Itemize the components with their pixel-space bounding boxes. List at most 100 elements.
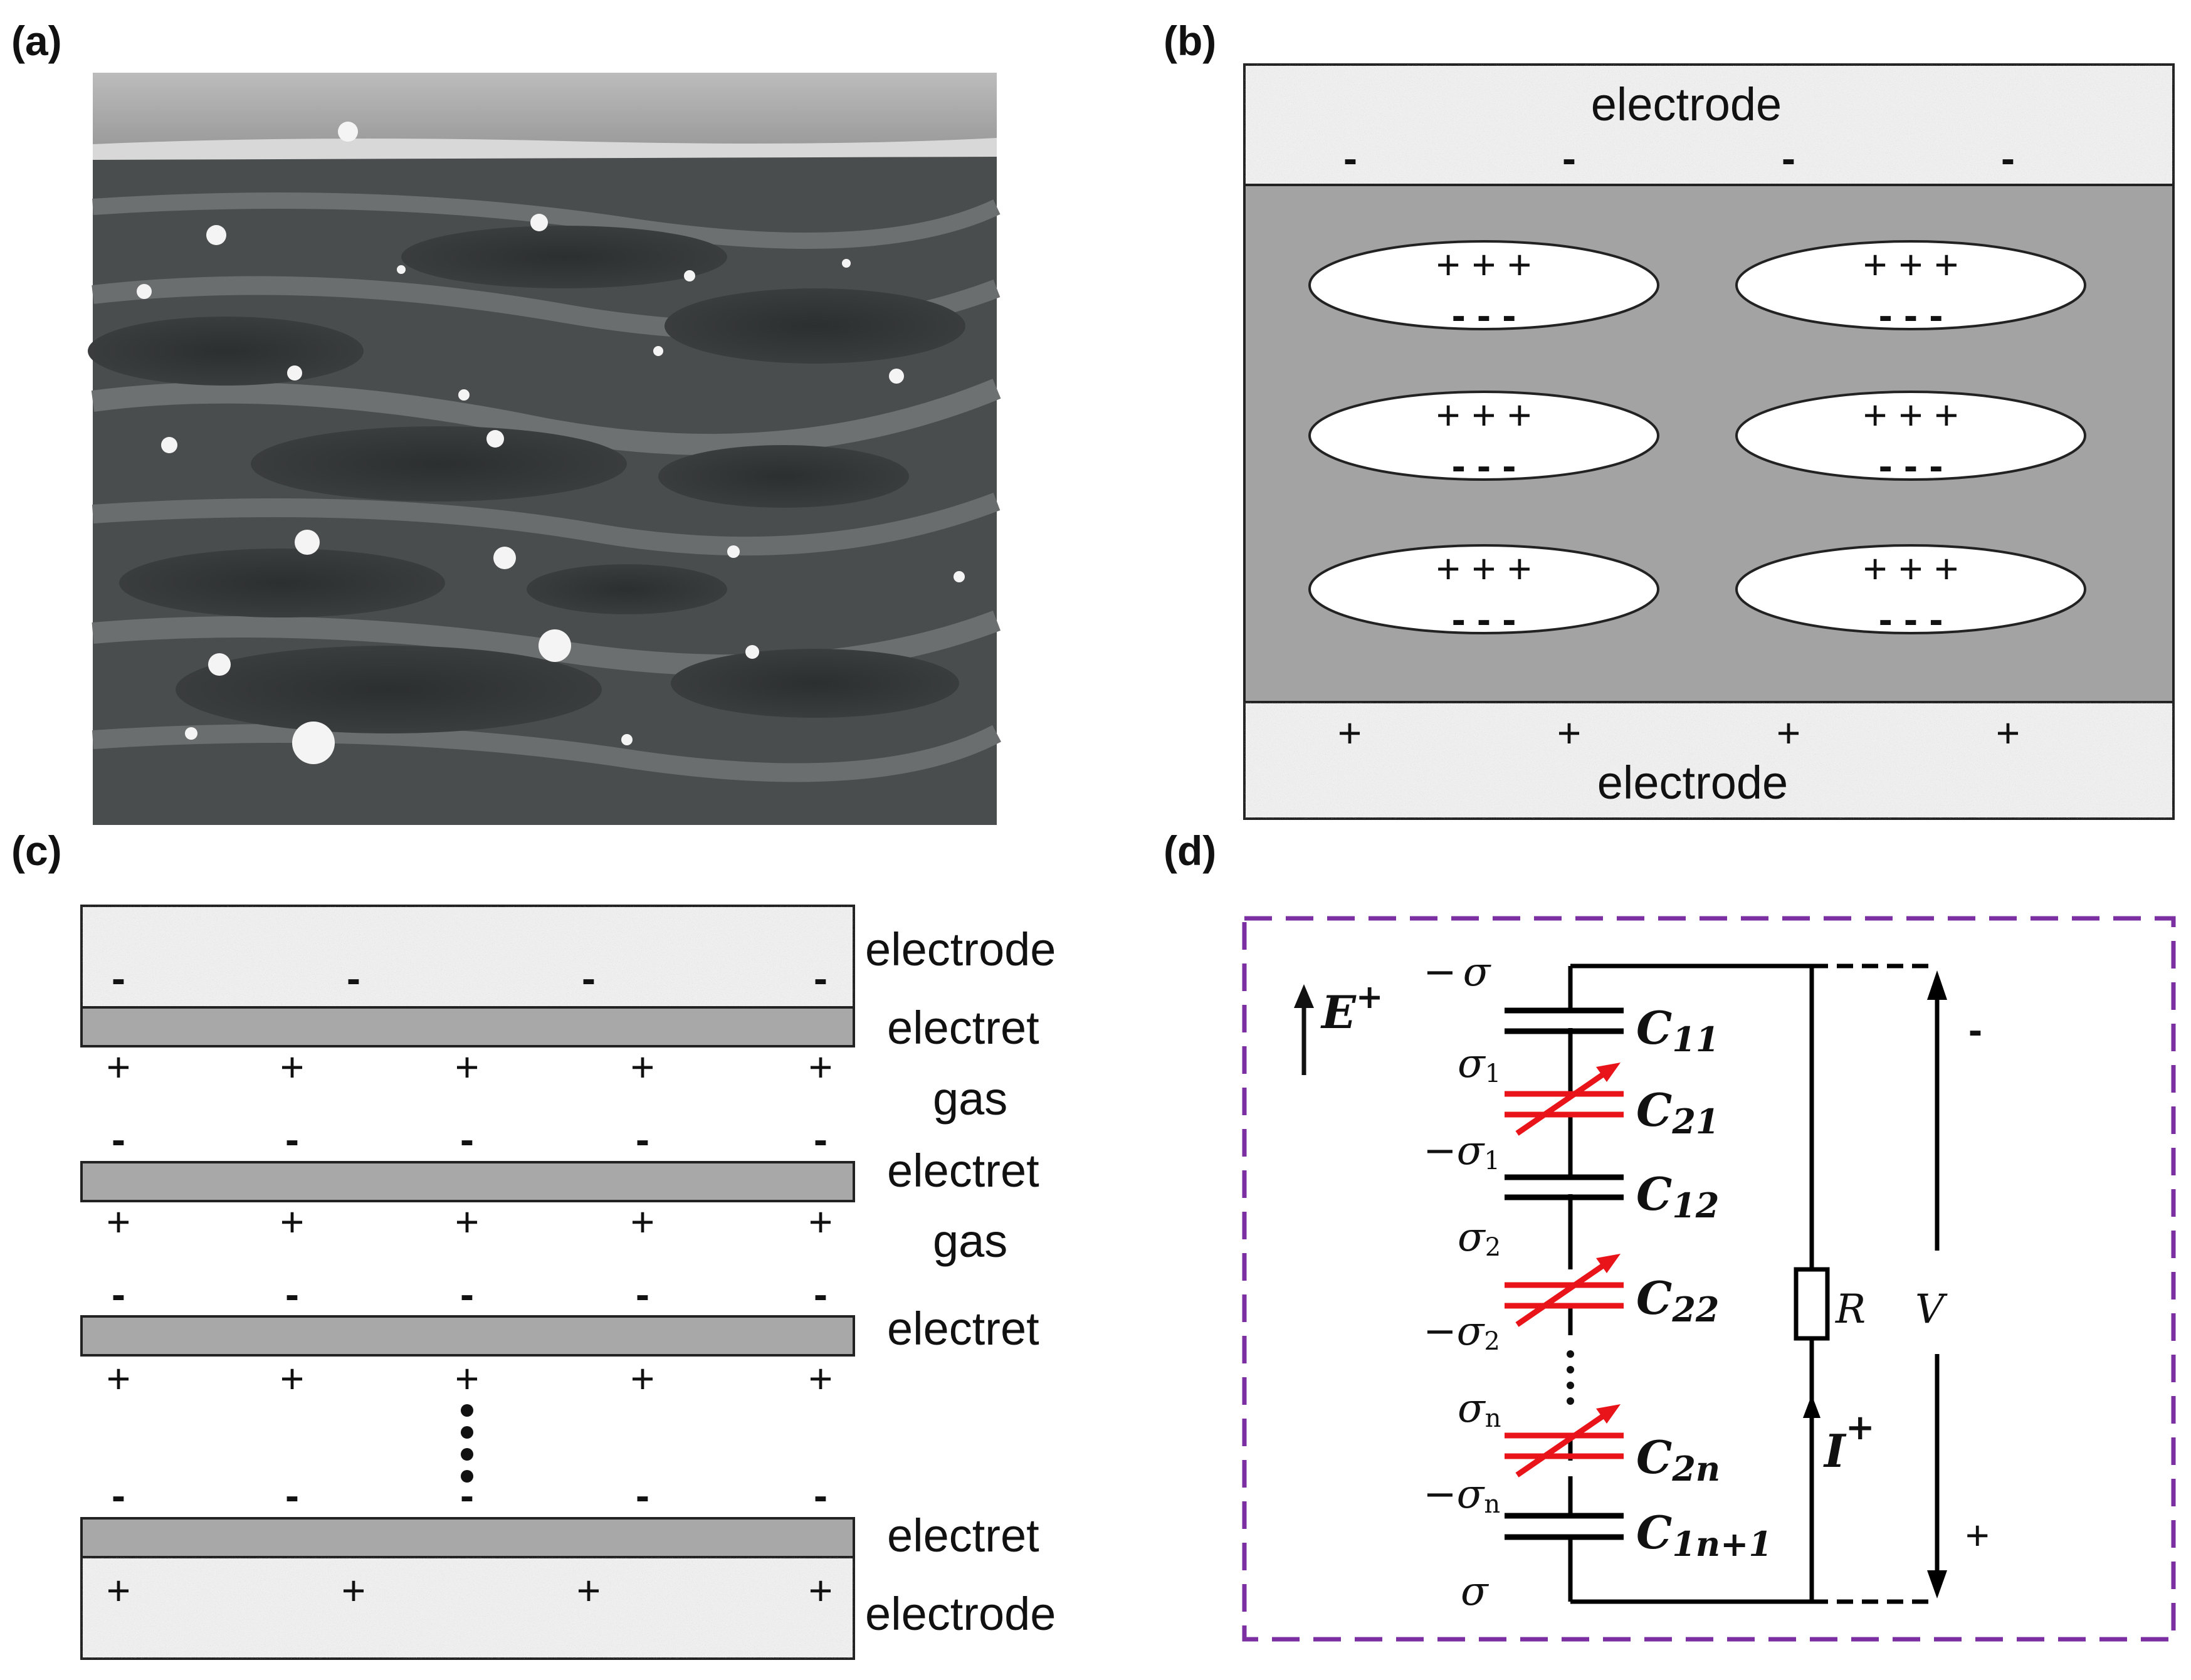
pore: + + + - - - [1735,240,2086,338]
charge-sign: - [460,1116,474,1162]
charge-sign: - [814,1271,828,1317]
charge-density-label: σn [1458,1385,1501,1433]
charge-sign: - [582,955,596,1001]
charge-density-label: −σn [1423,1471,1500,1519]
ellipsis-dots [1567,1350,1574,1405]
top-electrode-label: electrode [1591,78,1782,130]
charge-sign: + [107,1044,131,1090]
svg-text:- - -: - - - [1879,596,1943,642]
charge-sign: - [285,1271,299,1317]
svg-text:+ + +: + + + [1863,392,1958,438]
charge-density-label: −σ [1423,949,1492,995]
electrode-charge: - [2001,135,2015,181]
dashed-frame [1242,916,2176,1642]
voltage-polarity-minus: - [1968,1006,1982,1053]
voltage-label: V [1915,1286,1948,1333]
svg-text:+ + +: + + + [1436,545,1532,592]
charge-sign: - [636,1472,649,1518]
current-arrow [1803,1395,1821,1418]
pore: + + + - - - [1735,391,2086,488]
charge-sign: + [280,1355,305,1402]
charge-sign: + [280,1044,305,1090]
svg-text:- - -: - - - [1452,596,1516,642]
field-label: E+ [1320,978,1383,1039]
field-arrow [1294,984,1314,1075]
charge-sign: - [814,1472,828,1518]
layer-label: electrode [865,1588,1056,1640]
svg-text:+ + +: + + + [1863,241,1958,288]
charge-sign: - [112,1271,125,1317]
pore: + + + - - - [1308,544,1659,642]
charge-sign: - [636,1271,649,1317]
charge-sign: + [280,1199,305,1245]
svg-text:+ + +: + + + [1436,241,1532,288]
capacitor-label-c22: C22 [1636,1271,1719,1330]
electrode-charge: + [1338,710,1362,756]
capacitor-label-c21: C21 [1636,1083,1719,1142]
svg-text:+ + +: + + + [1436,392,1532,438]
sem-micrograph [88,73,1001,825]
charge-sign: + [631,1355,655,1402]
electret-layer [80,1315,855,1357]
charge-sign: + [342,1567,366,1614]
resistor [1794,1267,1830,1341]
layer-label: electret [887,1002,1039,1054]
charge-sign: - [285,1472,299,1518]
panel-label-b: (b) [1164,18,1216,64]
panel-label-d: (d) [1164,827,1216,874]
charge-sign: - [814,1116,828,1162]
charge-sign: + [107,1567,131,1614]
layered-electret-schematic: electrode electret gas electret gas elec… [80,905,1056,1660]
charge-sign: - [347,955,360,1001]
charge-sign: + [809,1199,833,1245]
pore: + + + - - - [1308,391,1659,488]
layer-label: electret [887,1509,1039,1562]
resistor-label: R [1835,1286,1866,1333]
layer-label: gas [933,1215,1007,1267]
charge-sign: - [112,1116,125,1162]
charge-sign: + [107,1355,131,1402]
electrode-charge: - [1562,135,1576,181]
electret-layer [80,1517,855,1558]
svg-text:- - -: - - - [1452,291,1516,338]
charge-sign: - [460,1472,474,1518]
charge-sign: - [814,955,828,1001]
charge-sign: + [455,1044,480,1090]
layer-label: gas [933,1073,1007,1125]
electrode-charge: + [1557,710,1582,756]
capacitor-label-c12: C12 [1636,1167,1719,1226]
charge-sign: + [809,1044,833,1090]
capacitor-label-c11: C11 [1636,1001,1719,1059]
svg-text:- - -: - - - [1879,442,1943,488]
voltage-arrow [1927,970,1947,1599]
electrode-charge: + [1777,710,1801,756]
layer-label: electret [887,1303,1039,1355]
panel-label-a: (a) [11,18,62,64]
charge-density-label: −σ1 [1423,1128,1500,1175]
svg-text:+ + +: + + + [1863,545,1958,592]
svg-text:- - -: - - - [1879,291,1943,338]
pore: + + + - - - [1735,544,2086,642]
capacitor-label-c2n: C2n [1636,1431,1720,1489]
charge-density-label: σ2 [1458,1214,1501,1262]
bottom-electrode-label: electrode [1597,757,1788,809]
layer-label: electrode [865,923,1056,975]
current-label: I+ [1823,1407,1875,1478]
voltage-polarity-plus: + [1965,1512,1990,1558]
charge-density-label: −σ2 [1423,1308,1500,1356]
charge-sign: - [285,1116,299,1162]
panel-label-c: (c) [11,827,62,874]
equivalent-circuit: E+ [1242,916,2176,1642]
layer-label: electret [887,1145,1039,1197]
charge-sign: + [455,1355,480,1402]
charge-sign: + [577,1567,601,1614]
charge-density-label: σ [1461,1568,1490,1615]
charge-sign: - [112,955,125,1001]
svg-text:- - -: - - - [1452,442,1516,488]
ellipsis-dots [461,1404,473,1483]
charge-sign: + [809,1567,833,1614]
capacitor-label-c1n1: C1n+1 [1636,1506,1772,1564]
electrode-charge: - [1782,135,1795,181]
porous-electret-schematic: electrode electrode - - - - + + + + + + … [1243,63,2175,820]
